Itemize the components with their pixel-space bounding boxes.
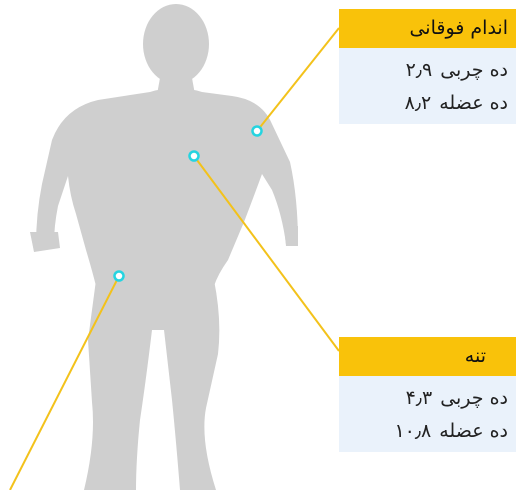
muscle-value: ۸٫۲ (405, 92, 432, 114)
muscle-label: ده عضله (439, 420, 508, 442)
callout-upper-limb-title: اندام فوقانی (339, 9, 516, 48)
fat-row: ده چربی ۲٫۹ (339, 54, 508, 87)
leader-line-upper-limb (257, 28, 339, 131)
fat-label: ده چربی (440, 387, 508, 409)
body-silhouette (30, 4, 298, 490)
marker-trunk (190, 152, 199, 161)
muscle-value: ۱۰٫۸ (394, 420, 431, 442)
fat-value: ۲٫۹ (406, 59, 433, 81)
muscle-row: ده عضله ۸٫۲ (339, 87, 508, 120)
callout-trunk: تنه ده چربی ۴٫۳ ده عضله ۱۰٫۸ (339, 337, 516, 452)
fat-value: ۴٫۳ (406, 387, 433, 409)
marker-upper-limb (253, 127, 262, 136)
fat-label: ده چربی (440, 59, 508, 81)
callout-upper-limb: اندام فوقانی ده چربی ۲٫۹ ده عضله ۸٫۲ (339, 9, 516, 124)
marker-lower-limb (115, 272, 124, 281)
callout-trunk-title: تنه (339, 337, 516, 376)
fat-row: ده چربی ۴٫۳ (339, 382, 508, 415)
muscle-row: ده عضله ۱۰٫۸ (339, 415, 508, 448)
callout-trunk-body: ده چربی ۴٫۳ ده عضله ۱۰٫۸ (339, 376, 516, 452)
muscle-label: ده عضله (439, 92, 508, 114)
callout-upper-limb-body: ده چربی ۲٫۹ ده عضله ۸٫۲ (339, 48, 516, 124)
